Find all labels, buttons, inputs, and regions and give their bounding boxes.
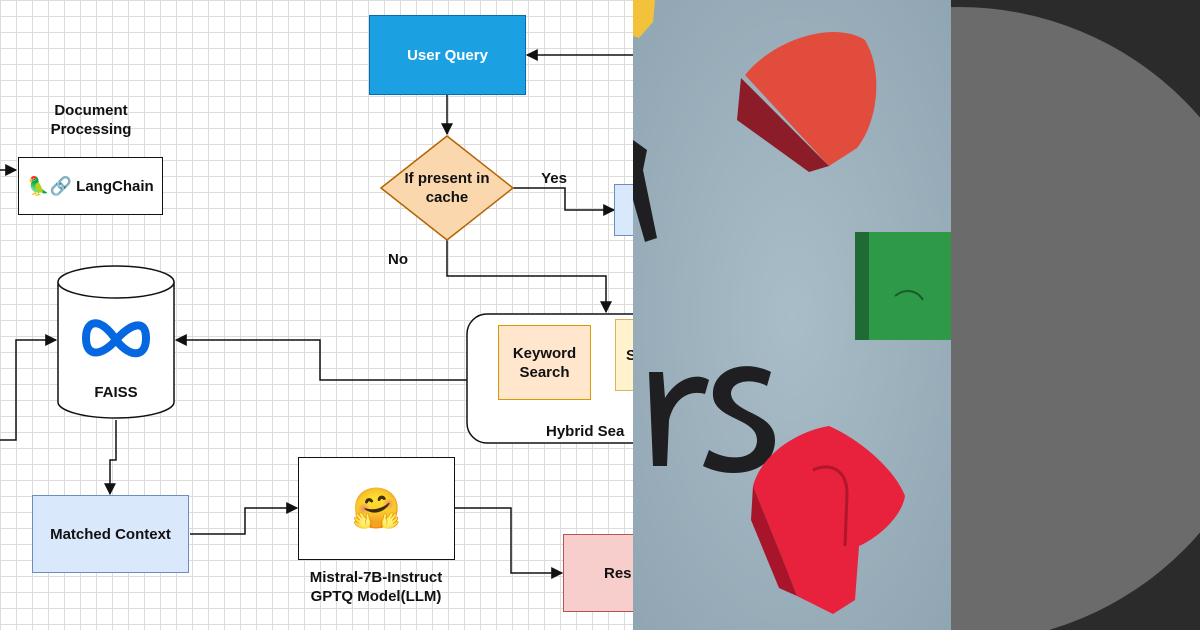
grey-circle-graphic — [951, 0, 1200, 630]
user-query-box: User Query — [369, 15, 526, 95]
response-box-partial: Res — [563, 534, 633, 612]
dark-panel — [951, 0, 1200, 630]
red-block-bottom — [751, 426, 905, 614]
diagram-panel: Document Processing 🦜🔗LangChain User Que… — [0, 0, 633, 630]
arrow-faiss-to-context — [104, 420, 117, 496]
semantic-search-box-partial: S — [615, 319, 633, 391]
arrow-llm-to-response — [455, 507, 564, 579]
llm-caption: Mistral-7B-Instruct GPTQ Model(LLM) — [309, 569, 443, 605]
parrot-link-icon: 🦜🔗 — [27, 175, 73, 196]
matched-context-box: Matched Context — [32, 495, 189, 573]
cache-hit-box-partial — [614, 184, 633, 236]
faiss-label: FAISS — [94, 384, 138, 401]
black-letter-r — [649, 372, 709, 466]
line-left-stub-lower — [0, 334, 58, 441]
foam-shapes-photo — [633, 0, 951, 630]
red-block-top — [737, 32, 877, 172]
arrow-context-to-llm — [190, 502, 299, 535]
cache-decision-diamond — [379, 135, 515, 241]
connectors-layer — [0, 49, 633, 579]
response-label: Res — [604, 564, 632, 582]
user-query-label: User Query — [407, 46, 488, 64]
faiss-cylinder — [57, 265, 175, 419]
arrow-yes-branch — [513, 187, 616, 216]
photo-panel — [633, 0, 951, 630]
document-processing-label: Document Processing — [50, 102, 132, 138]
langchain-label: LangChain — [76, 177, 154, 195]
black-letter-s — [703, 366, 775, 474]
black-letter-k — [633, 140, 657, 242]
keyword-search-box: Keyword Search — [498, 325, 591, 400]
grey-circle — [951, 7, 1200, 630]
langchain-box: 🦜🔗LangChain — [18, 157, 163, 215]
llm-box: 🤗 — [298, 457, 455, 560]
partial-box-letter: S — [626, 346, 633, 364]
meta-logo-icon — [82, 319, 150, 358]
no-label: No — [388, 251, 408, 268]
yellow-piece — [633, 0, 655, 38]
hybrid-search-label: Hybrid Sea — [546, 423, 625, 440]
yes-label: Yes — [541, 170, 567, 187]
hugging-face-icon: 🤗 — [351, 486, 402, 531]
green-block — [855, 232, 951, 340]
matched-context-label: Matched Context — [50, 525, 171, 543]
arrow-no-branch — [446, 240, 612, 314]
cache-decision-label: If present in cache — [404, 170, 490, 206]
arrow-hybrid-to-faiss — [174, 334, 467, 381]
keyword-search-label: Keyword Search — [512, 344, 577, 381]
